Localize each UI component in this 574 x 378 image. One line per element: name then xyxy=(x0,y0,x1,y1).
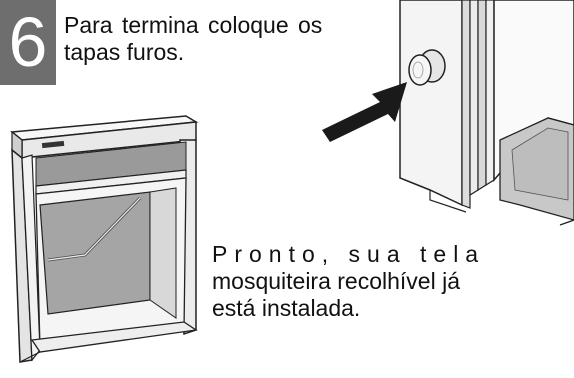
completion-line-1: Pronto, sua tela xyxy=(212,241,486,267)
completion-line-2: mosquiteira recolhível já xyxy=(212,268,461,294)
step-number-badge: 6 xyxy=(0,0,56,85)
completion-message: Pronto, sua tela mosquiteira recolhível … xyxy=(212,241,512,322)
window-illustration xyxy=(10,115,199,363)
instruction-line-1: Para termina coloque os xyxy=(64,12,323,38)
pointing-arrow-icon xyxy=(322,82,407,142)
cap-plug-icon xyxy=(408,49,446,86)
completion-line-3: está instalada. xyxy=(212,295,361,321)
instruction-text: Para termina coloque os tapas furos. xyxy=(64,12,394,66)
door-frame-illustration xyxy=(399,0,574,226)
instruction-line-2: tapas furos. xyxy=(64,39,185,65)
